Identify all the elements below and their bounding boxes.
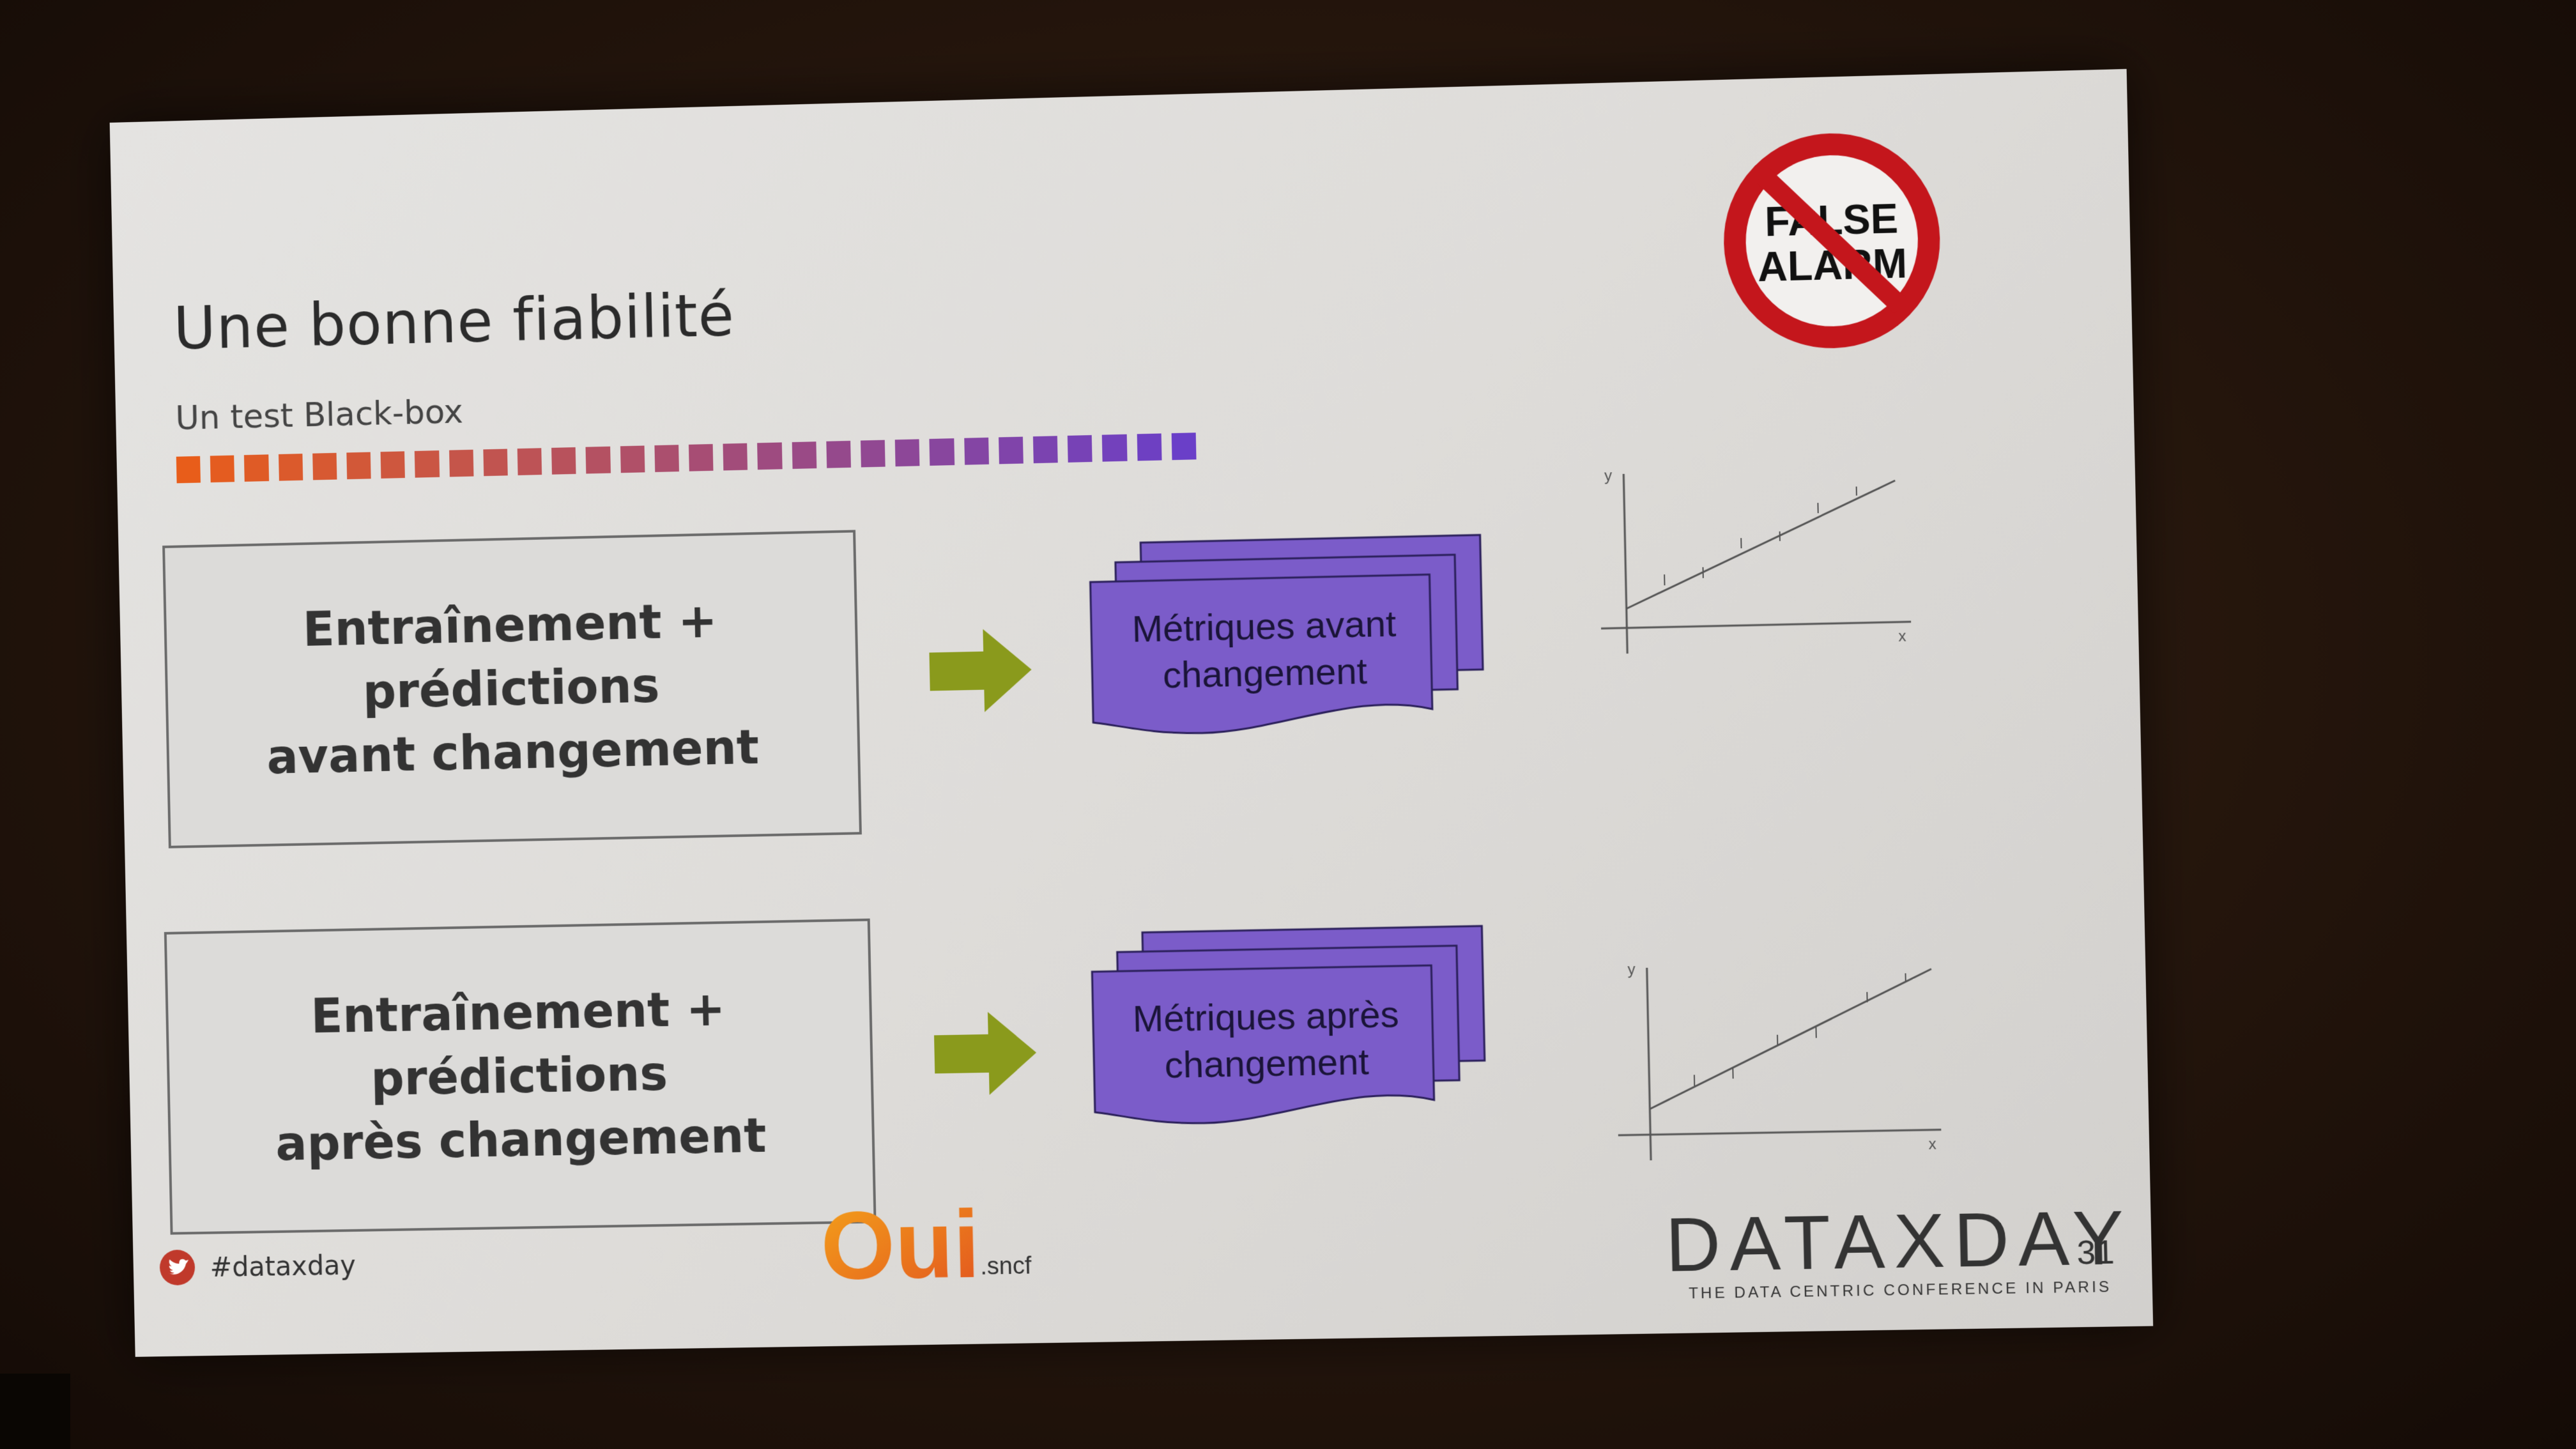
training-before-box: Entraînement + prédictions avant changem…	[162, 530, 862, 848]
foreground-object	[0, 1374, 70, 1449]
gradient-dash-bar	[176, 433, 1197, 483]
oui-logo-graphic: Oui	[820, 1197, 987, 1296]
gradient-dash	[758, 442, 783, 470]
plot-y-label: y	[1627, 961, 1636, 978]
gradient-dash	[689, 444, 714, 471]
right-arrow-icon	[933, 1011, 1037, 1096]
gradient-dash	[415, 450, 440, 478]
gradient-dash	[244, 454, 268, 482]
gradient-dash	[895, 439, 920, 466]
gradient-dash	[449, 450, 474, 477]
gradient-dash	[1102, 434, 1127, 462]
plot-x-label: x	[1898, 627, 1906, 645]
logo-suffix: .sncf	[980, 1252, 1032, 1280]
gradient-dash	[176, 456, 201, 484]
gradient-dash	[964, 438, 989, 465]
gradient-dash	[279, 454, 303, 481]
presentation-slide: Une bonne fiabilité Un test Black-box En…	[110, 69, 2153, 1357]
regression-plot-after: y x	[1602, 949, 1955, 1174]
plot-x-label: x	[1928, 1135, 1936, 1153]
training-after-text: Entraînement + prédictions après changem…	[168, 976, 873, 1179]
gradient-dash	[999, 437, 1023, 464]
gradient-dash	[1172, 433, 1197, 460]
gradient-dash	[551, 447, 576, 475]
metrics-before-label: Métriques avant changement	[1097, 600, 1432, 700]
brand-name: DATAXDAY	[1665, 1194, 2134, 1289]
hashtag-text: #dataxday	[210, 1249, 356, 1282]
gradient-dash	[1033, 436, 1058, 463]
gradient-dash	[723, 443, 748, 471]
oui-sncf-logo: Oui .sncf	[820, 1197, 987, 1298]
gradient-dash	[483, 449, 508, 477]
right-arrow-icon	[929, 628, 1032, 713]
hashtag-footer: #dataxday	[158, 1246, 356, 1287]
gradient-dash	[826, 441, 851, 468]
gradient-dash	[654, 445, 679, 472]
gradient-dash	[210, 456, 234, 483]
twitter-icon	[158, 1248, 196, 1287]
logo-main-text: Oui	[820, 1197, 981, 1296]
regression-plot-before: y x	[1584, 454, 1924, 667]
slide-subtitle: Un test Black-box	[175, 393, 464, 438]
no-sign-icon: FALSE ALARM	[1713, 122, 1951, 359]
training-after-box: Entraînement + prédictions après changem…	[164, 919, 877, 1235]
metrics-after-doc: Métriques après changement	[1085, 913, 1499, 1153]
gradient-dash	[586, 447, 611, 474]
metrics-before-doc: Métriques avant changement	[1083, 522, 1498, 763]
gradient-dash	[346, 452, 371, 480]
gradient-dash	[518, 448, 542, 475]
gradient-dash	[620, 446, 645, 473]
slide-title: Une bonne fiabilité	[173, 281, 735, 363]
page-number: 31	[2076, 1233, 2115, 1272]
gradient-dash	[792, 441, 816, 469]
gradient-dash	[930, 438, 954, 466]
plot-y-label: y	[1604, 467, 1613, 485]
gradient-dash	[381, 451, 406, 479]
gradient-dash	[312, 453, 337, 480]
metrics-after-label: Métriques après changement	[1099, 991, 1434, 1090]
gradient-dash	[1137, 433, 1162, 461]
false-alarm-badge: FALSE ALARM	[1713, 122, 1951, 362]
training-before-text: Entraînement + prédictions avant changem…	[166, 586, 858, 792]
gradient-dash	[861, 440, 885, 468]
dataxday-brand: DATAXDAY THE DATA CENTRIC CONFERENCE IN …	[1665, 1194, 2135, 1303]
gradient-dash	[1068, 435, 1092, 463]
